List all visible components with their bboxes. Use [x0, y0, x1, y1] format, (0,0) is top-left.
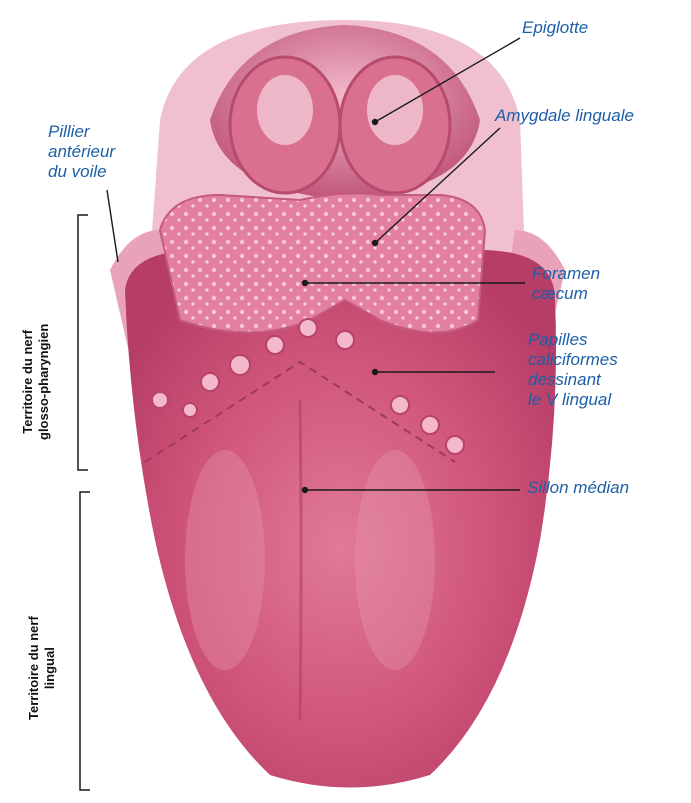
bracket-glosso — [78, 215, 88, 470]
label-pillier: Pillier antérieur du voile — [48, 122, 115, 182]
label-sillon-median: Sillon médian — [527, 478, 629, 498]
bracket-lingual — [80, 492, 90, 790]
leader-pillier — [107, 190, 118, 262]
label-foramen-caecum: Foramen cæcum — [532, 264, 600, 304]
label-epiglotte: Epiglotte — [522, 18, 588, 38]
label-amygdale-linguale: Amygdale linguale — [495, 106, 634, 126]
lingual-tonsil — [160, 193, 485, 332]
median-sulcus — [300, 400, 301, 720]
territory-lingual: Territoire du nerf lingual — [26, 616, 58, 720]
territory-glosso-pharyngien: Territoire du nerf glosso-pharyngien — [20, 324, 52, 440]
label-papilles: Papilles caliciformes dessinant le V lin… — [528, 330, 618, 410]
